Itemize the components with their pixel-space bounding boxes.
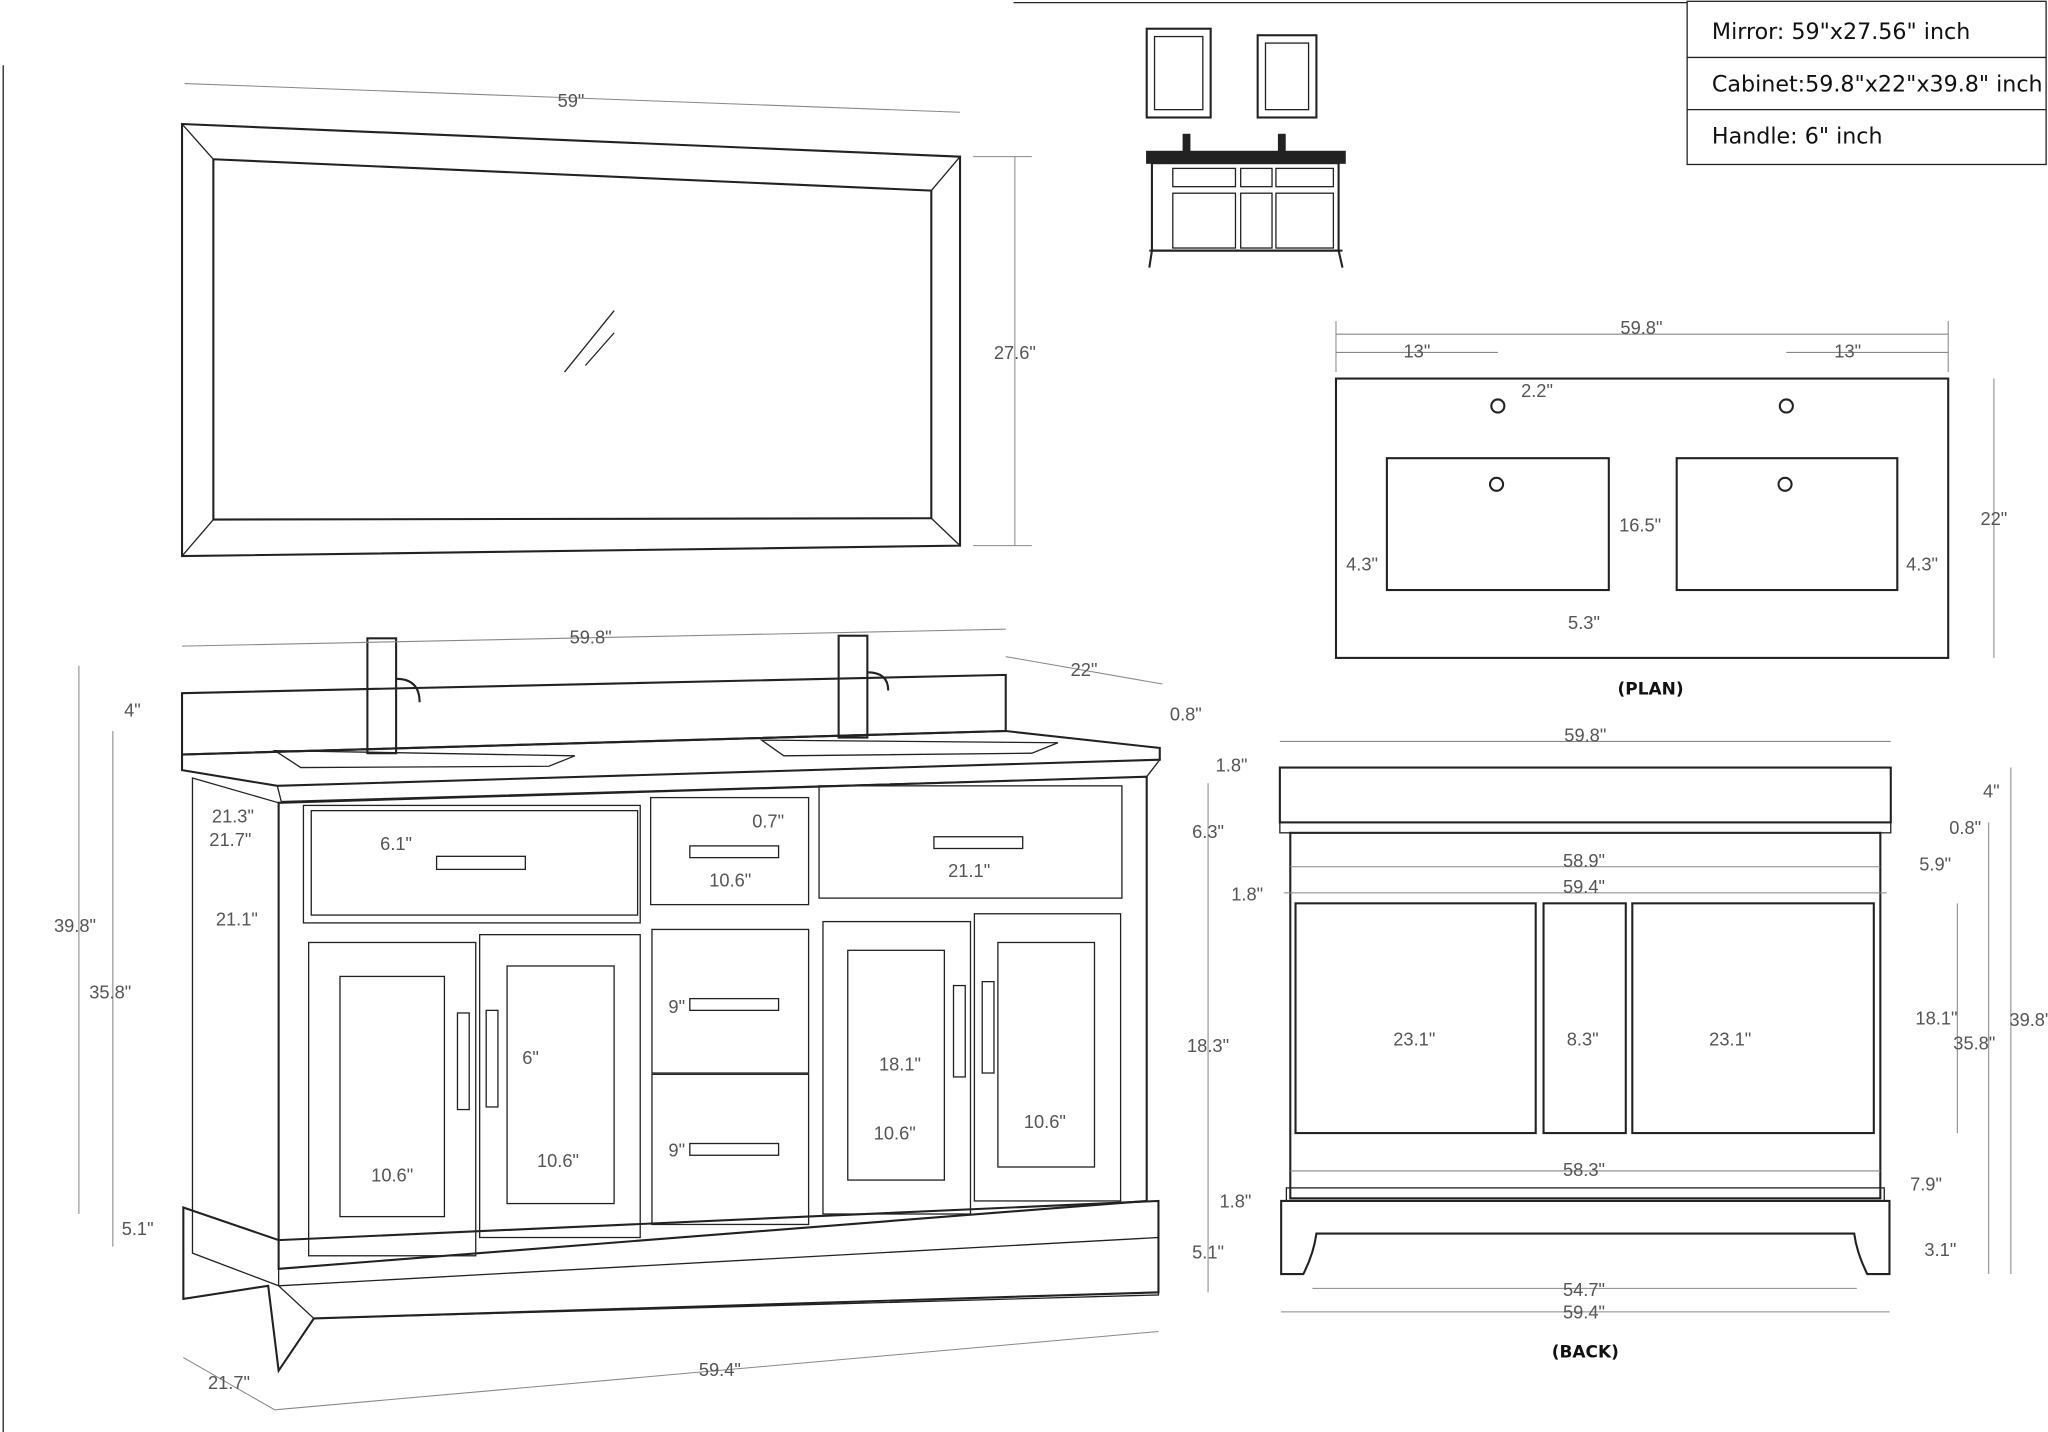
dim-label: 18.1" (879, 1053, 921, 1074)
dim-label: 18.3" (1187, 1035, 1229, 1056)
dim-label: 7.9" (1910, 1174, 1942, 1195)
dim-label: 35.8" (89, 982, 131, 1003)
dim-label: 23.1" (1393, 1029, 1435, 1050)
plan-caption: (PLAN) (1618, 678, 1684, 698)
dim-label: 27.6" (994, 342, 1036, 363)
dim-label: 10.6" (371, 1164, 413, 1185)
dim-label: 13" (1834, 341, 1861, 362)
dim-label: 22" (1071, 659, 1098, 680)
dim-label: 54.7" (1563, 1279, 1605, 1300)
dim-label: 1.8" (1220, 1190, 1252, 1211)
faucet-left (366, 637, 398, 755)
back-caption: (BACK) (1552, 1342, 1619, 1362)
dim-label: 58.9" (1563, 850, 1605, 871)
dim-label: 9" (668, 996, 685, 1017)
dim-label: 2.2" (1521, 380, 1553, 401)
dim-label: 13" (1404, 341, 1431, 362)
spec-mirror: Mirror: 59"x27.56" inch (1712, 19, 1970, 45)
dim-label: 39.8" (2009, 1009, 2048, 1030)
plan-view-drawing: 59.8" 13" 13" 2.2" 16.5" 22" 4.3" 4.3" 5… (1334, 317, 2007, 698)
dim-label: 0.8" (1170, 704, 1202, 725)
dim-label: 4" (124, 700, 141, 721)
dim-label: 0.7" (752, 811, 784, 832)
dim-label: 10.6" (874, 1123, 916, 1144)
faucet-right (837, 634, 869, 739)
dim-label: 5.1" (122, 1218, 154, 1239)
dim-label: 10.6" (1024, 1111, 1066, 1132)
dim-label: 3.1" (1924, 1239, 1956, 1260)
dim-label: 59.4" (1563, 1301, 1605, 1322)
dim-label: 21.1" (948, 860, 990, 881)
dim-label: 59.8" (1620, 317, 1662, 338)
mirror-drawing: 59" 27.6" (180, 83, 1036, 558)
dim-label: 22" (1980, 508, 2007, 529)
dim-label: 5.1" (1192, 1241, 1224, 1262)
dim-label: 1.8" (1216, 754, 1248, 775)
dim-label: 5.3" (1568, 612, 1600, 633)
dim-label: 21.1" (216, 909, 258, 930)
spec-table: Mirror: 59"x27.56" inch Cabinet:59.8"x22… (1686, 0, 2047, 166)
dim-label: 59.8" (1564, 724, 1606, 745)
dim-label: 59.8" (570, 627, 612, 648)
dim-label: 21.7" (209, 829, 251, 850)
dim-label: 59" (558, 90, 585, 111)
dim-label: 8.3" (1567, 1029, 1599, 1050)
dim-label: 10.6" (709, 869, 751, 890)
dim-label: 6" (522, 1047, 539, 1068)
dim-label: 59.4" (1563, 876, 1605, 897)
dim-label: 35.8" (1953, 1033, 1995, 1054)
spec-handle: Handle: 6" inch (1712, 124, 1883, 150)
dim-label: 4.3" (1906, 553, 1938, 574)
dim-label: 0.8" (1949, 817, 1981, 838)
dim-label: 39.8" (54, 915, 96, 936)
dim-label: 1.8" (1231, 884, 1263, 905)
dim-label: 6.3" (1192, 821, 1224, 842)
dim-label: 23.1" (1709, 1029, 1751, 1050)
dim-label: 5.9" (1919, 854, 1951, 875)
dim-label: 16.5" (1619, 514, 1661, 535)
dim-label: 4.3" (1346, 553, 1378, 574)
dim-label: 58.3" (1563, 1159, 1605, 1180)
dim-label: 6.1" (380, 833, 412, 854)
dim-label: 18.1" (1915, 1008, 1957, 1029)
dim-label: 9" (668, 1140, 685, 1161)
product-thumbnail (1145, 27, 1346, 268)
dim-label: 4" (1983, 781, 2000, 802)
dim-label: 21.3" (212, 805, 254, 826)
front-cabinet-drawing: 59.8" 22" 4" 0.8" 1.8" 21.3" 21.7" 6.1" … (54, 627, 1263, 1411)
dim-label: 10.6" (537, 1150, 579, 1171)
spec-cabinet: Cabinet:59.8"x22"x39.8" inch (1712, 71, 2043, 97)
back-view-drawing: 59.8" 4" 0.8" 5.9" 58.9" 59.4" 18.1" 39.… (1278, 724, 2048, 1362)
dim-label: 21.7" (208, 1372, 250, 1393)
dim-label: 59.4" (699, 1359, 741, 1380)
